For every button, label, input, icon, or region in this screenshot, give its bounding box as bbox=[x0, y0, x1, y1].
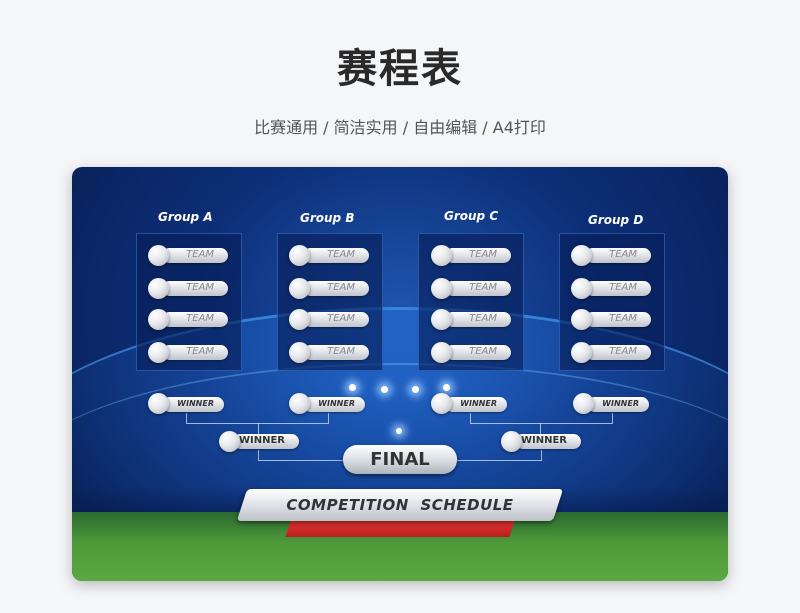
team-label: TEAM bbox=[327, 346, 355, 357]
ball-icon bbox=[501, 431, 522, 452]
ball-icon bbox=[431, 245, 452, 266]
banner-red-bar bbox=[285, 521, 515, 537]
winner-label: WINNER bbox=[177, 399, 214, 408]
ball-icon bbox=[148, 342, 169, 363]
bracket-stem-right bbox=[540, 423, 541, 435]
team-slot[interactable]: TEAM bbox=[162, 312, 228, 327]
final-line-right bbox=[457, 450, 542, 461]
team-slot[interactable]: TEAM bbox=[585, 248, 651, 263]
team-label: TEAM bbox=[186, 346, 214, 357]
ball-icon bbox=[219, 431, 240, 452]
winner-label: WINNER bbox=[318, 399, 355, 408]
bracket-stem-left bbox=[258, 423, 259, 435]
ball-icon bbox=[571, 309, 592, 330]
team-label: TEAM bbox=[469, 282, 497, 293]
semi-winner-slot-right[interactable]: WINNER bbox=[515, 434, 581, 449]
ball-icon bbox=[148, 309, 169, 330]
light-dot bbox=[443, 384, 450, 391]
team-slot[interactable]: TEAM bbox=[445, 312, 511, 327]
team-slot[interactable]: TEAM bbox=[303, 281, 369, 296]
ball-icon bbox=[571, 245, 592, 266]
ball-icon bbox=[148, 393, 169, 414]
team-label: TEAM bbox=[609, 346, 637, 357]
ball-icon bbox=[289, 342, 310, 363]
team-label: TEAM bbox=[469, 249, 497, 260]
winner-slot[interactable]: WINNER bbox=[587, 397, 649, 412]
team-label: TEAM bbox=[186, 313, 214, 324]
ball-icon bbox=[289, 278, 310, 299]
team-slot[interactable]: TEAM bbox=[585, 312, 651, 327]
group-c-label: Group C bbox=[444, 209, 499, 223]
bracket-line-left bbox=[186, 413, 329, 424]
team-slot[interactable]: TEAM bbox=[445, 281, 511, 296]
team-label: TEAM bbox=[186, 249, 214, 260]
stadium-arc-inner bbox=[72, 363, 728, 581]
light-dot bbox=[381, 386, 388, 393]
winner-slot[interactable]: WINNER bbox=[303, 397, 365, 412]
team-label: TEAM bbox=[469, 313, 497, 324]
ball-icon bbox=[571, 342, 592, 363]
team-slot[interactable]: TEAM bbox=[162, 248, 228, 263]
ball-icon bbox=[431, 278, 452, 299]
banner-title: COMPETITION SCHEDULE bbox=[286, 496, 514, 514]
ball-icon bbox=[148, 278, 169, 299]
team-label: TEAM bbox=[327, 249, 355, 260]
team-slot[interactable]: TEAM bbox=[445, 345, 511, 360]
team-label: TEAM bbox=[609, 313, 637, 324]
winner-label: WINNER bbox=[602, 399, 639, 408]
final-slot[interactable]: FINAL bbox=[343, 445, 457, 474]
team-slot[interactable]: TEAM bbox=[162, 281, 228, 296]
bracket-line-right bbox=[470, 413, 613, 424]
team-label: TEAM bbox=[609, 282, 637, 293]
ball-icon bbox=[431, 342, 452, 363]
light-dot bbox=[349, 384, 356, 391]
team-slot[interactable]: TEAM bbox=[585, 281, 651, 296]
page-title: 赛程表 bbox=[337, 46, 463, 92]
team-slot[interactable]: TEAM bbox=[162, 345, 228, 360]
team-slot[interactable]: TEAM bbox=[303, 312, 369, 327]
ball-icon bbox=[289, 393, 310, 414]
team-label: TEAM bbox=[609, 249, 637, 260]
ball-icon bbox=[289, 309, 310, 330]
schedule-board: Group A Group B Group C Group D TEAM TEA… bbox=[72, 167, 728, 581]
team-label: TEAM bbox=[327, 313, 355, 324]
team-slot[interactable]: TEAM bbox=[445, 248, 511, 263]
ball-icon bbox=[431, 309, 452, 330]
team-slot[interactable]: TEAM bbox=[303, 345, 369, 360]
light-dot bbox=[396, 428, 402, 434]
ball-icon bbox=[289, 245, 310, 266]
page-subtitle: 比赛通用 / 简洁实用 / 自由编辑 / A4打印 bbox=[254, 118, 546, 137]
group-d-label: Group D bbox=[588, 213, 644, 227]
team-label: TEAM bbox=[327, 282, 355, 293]
ball-icon bbox=[573, 393, 594, 414]
winner-label: WINNER bbox=[460, 399, 497, 408]
winner-label: WINNER bbox=[520, 435, 567, 446]
semi-winner-slot-left[interactable]: WINNER bbox=[233, 434, 299, 449]
ball-icon bbox=[431, 393, 452, 414]
group-a-label: Group A bbox=[158, 210, 213, 224]
team-label: TEAM bbox=[469, 346, 497, 357]
winner-slot[interactable]: WINNER bbox=[162, 397, 224, 412]
team-slot[interactable]: TEAM bbox=[585, 345, 651, 360]
team-label: TEAM bbox=[186, 282, 214, 293]
final-line-left bbox=[258, 450, 344, 461]
winner-slot[interactable]: WINNER bbox=[445, 397, 507, 412]
winner-label: WINNER bbox=[238, 435, 285, 446]
group-b-label: Group B bbox=[300, 211, 355, 225]
light-dot bbox=[412, 386, 419, 393]
ball-icon bbox=[148, 245, 169, 266]
team-slot[interactable]: TEAM bbox=[303, 248, 369, 263]
ball-icon bbox=[571, 278, 592, 299]
